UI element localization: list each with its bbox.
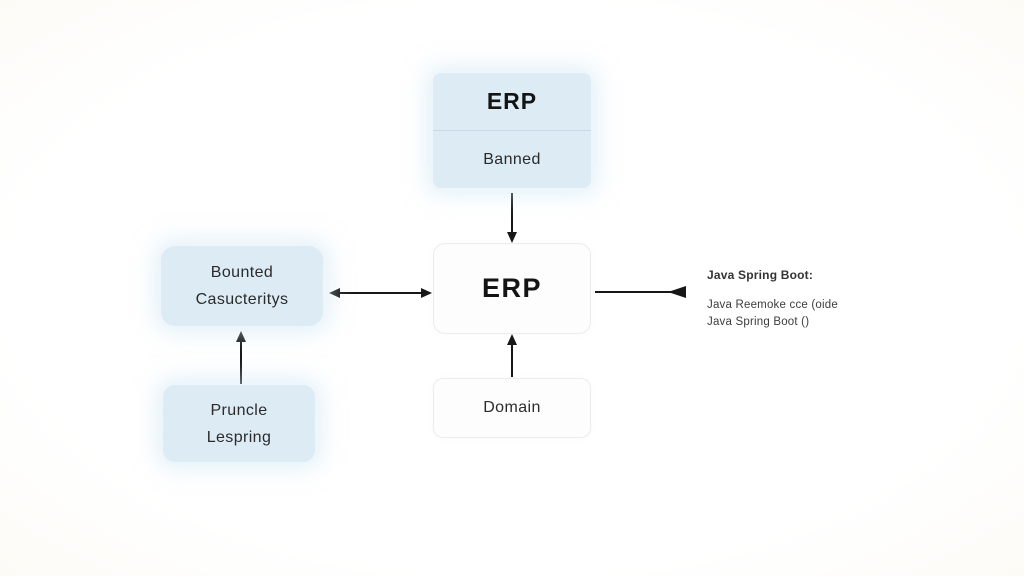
bounted-line1: Bounted [210,264,274,281]
erp-banned-box-body: Banned [433,131,591,188]
java-spring-note: Java Spring Boot: Java Reemoke cce (oide… [707,268,838,331]
domain-label: Domain [483,399,541,416]
arrow-top-to-center [507,193,517,243]
erp-center-box[interactable]: ERP [433,243,591,334]
erp-banned-box-header: ERP [433,73,591,131]
arrow-center-to-note [595,286,686,298]
java-spring-note-line2: Java Reemoke cce (oide [707,299,838,311]
arrow-left-center-bidirectional [329,288,432,298]
erp-center-label: ERP [481,273,543,303]
bounted-casucteritys-box[interactable]: Bounted Casucteritys [161,246,323,326]
erp-banned-box-subtitle: Banned [483,150,541,168]
pruncle-line1: Pruncle [210,401,268,419]
java-spring-note-line3: Java Spring Boot () [707,316,810,328]
pruncle-lespring-box[interactable]: Pruncle Lespring [163,385,315,462]
arrow-pruncle-to-bounted [236,331,246,384]
erp-banned-box-title: ERP [486,88,538,114]
bounted-line2: Casucteritys [195,291,289,308]
domain-box[interactable]: Domain [433,378,591,438]
pruncle-line2: Lespring [206,428,272,446]
erp-banned-box[interactable]: ERP Banned [433,73,591,188]
arrow-domain-to-center [507,334,517,377]
java-spring-note-title: Java Spring Boot: [707,268,814,282]
